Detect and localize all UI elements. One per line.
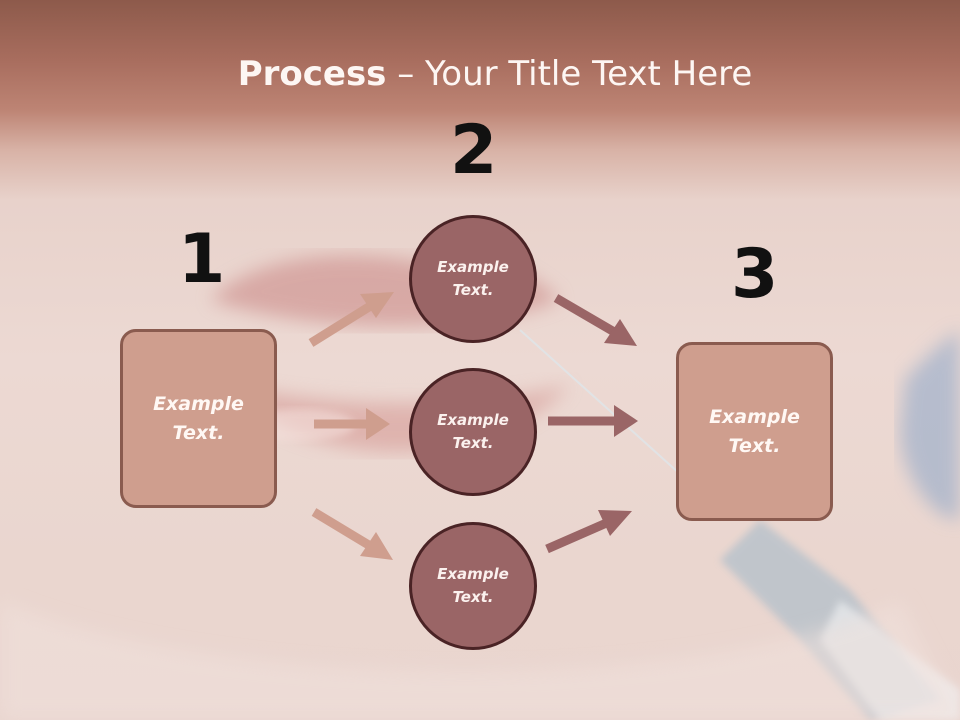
step-number-3: 3 <box>731 235 779 314</box>
title-bold: Process <box>237 54 387 94</box>
step-number-2: 2 <box>450 111 498 190</box>
step-2-circle-bottom: Example Text. <box>409 522 537 650</box>
step-3-label: Example Text. <box>709 405 800 457</box>
step-2-circle-top: Example Text. <box>409 215 537 343</box>
slide-title: Process – Your Title Text Here <box>0 52 960 96</box>
circle-middle-label: Example Text. <box>437 411 509 452</box>
step-2-circle-middle: Example Text. <box>409 368 537 496</box>
step-number-1: 1 <box>178 220 226 299</box>
step-1-label: Example Text. <box>153 392 244 444</box>
step-3-box: Example Text. <box>676 342 833 521</box>
step-1-box: Example Text. <box>120 329 277 508</box>
circle-top-label: Example Text. <box>437 258 509 299</box>
title-rest: – Your Title Text Here <box>386 54 753 94</box>
circle-bottom-label: Example Text. <box>437 565 509 606</box>
